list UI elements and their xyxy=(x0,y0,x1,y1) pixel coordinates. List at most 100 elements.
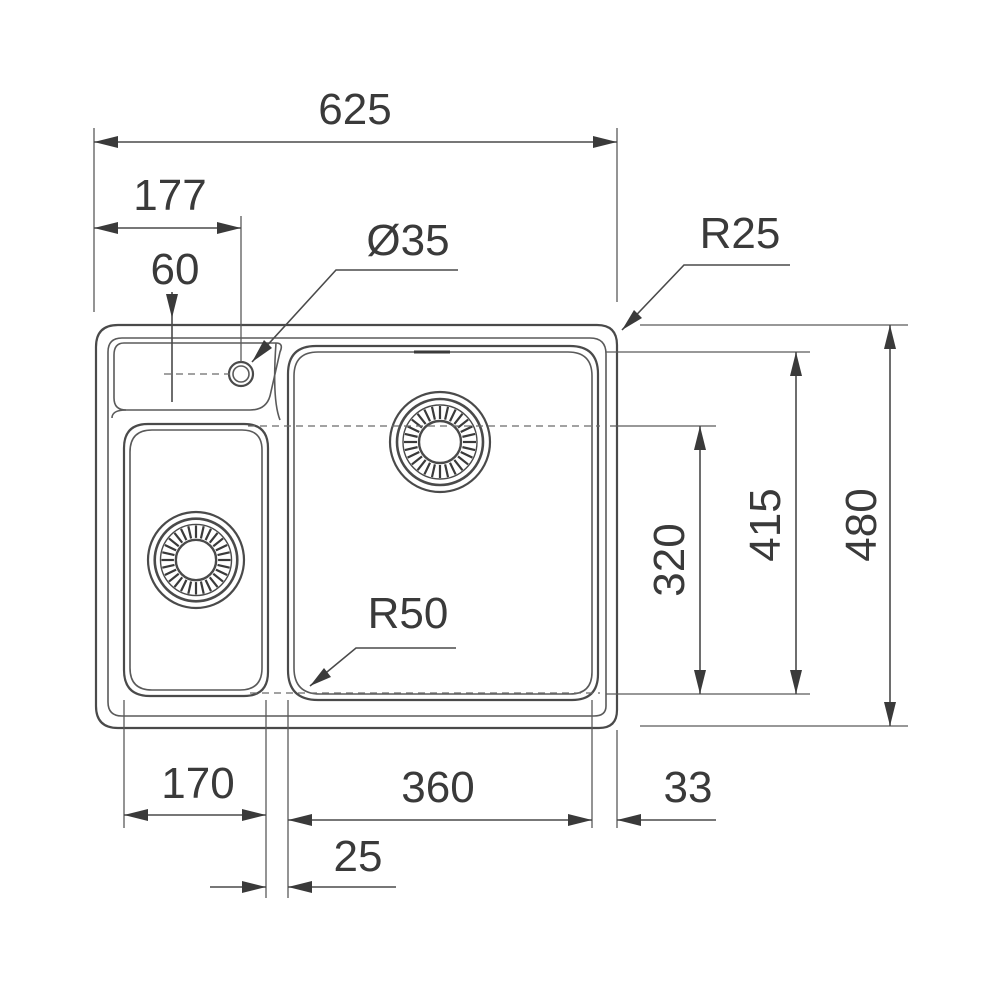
strainer-slot xyxy=(448,409,457,422)
label-tap-diameter: Ø35 xyxy=(366,216,449,265)
drainer-ledge xyxy=(113,342,283,411)
label-small-bowl-depth: 320 xyxy=(645,523,694,596)
label-corner-radius-outer: R25 xyxy=(700,209,781,258)
strainer-slot xyxy=(430,406,436,420)
label-overall-depth: 480 xyxy=(837,488,886,561)
extension-lines xyxy=(93,128,908,898)
strainer-slot xyxy=(430,464,436,478)
strainer-ring xyxy=(146,510,246,610)
label-large-bowl-depth: 415 xyxy=(741,488,790,561)
leader-r50 xyxy=(309,647,456,687)
strainer-slot xyxy=(168,572,180,583)
strainer-slot xyxy=(164,544,177,552)
strainer-slot xyxy=(208,576,219,588)
strainer-slot xyxy=(168,537,180,548)
tap-hole-inner xyxy=(232,365,250,383)
strainer-slot xyxy=(444,406,450,420)
strainer-slot xyxy=(460,425,473,434)
strainer-slot xyxy=(199,581,205,594)
strainer-slot xyxy=(215,544,228,552)
arrow-177-left xyxy=(94,222,118,234)
arrow-480-bottom xyxy=(884,702,896,726)
strainer-slot xyxy=(411,455,423,466)
arrow-60-down xyxy=(166,294,178,318)
reference-lines xyxy=(164,373,600,694)
label-divider-width: 25 xyxy=(334,832,383,881)
strainer-slot xyxy=(173,576,184,588)
strainer-slot xyxy=(457,455,469,466)
strainer-waste-small xyxy=(146,510,246,610)
label-tap-offset-y: 60 xyxy=(151,245,200,294)
strainer-slot xyxy=(217,551,230,557)
strainer-waste-large xyxy=(388,390,492,494)
arrow-320-bottom xyxy=(694,670,706,694)
arrow-25-left xyxy=(242,881,266,893)
label-small-bowl-width: 170 xyxy=(161,759,234,808)
arrow-480-top xyxy=(884,325,896,349)
label-overall-width: 625 xyxy=(318,85,391,134)
large-bowl-inner-outline xyxy=(293,351,593,695)
strainer-slot xyxy=(404,446,418,452)
strainer-slot xyxy=(180,579,188,592)
sink-body xyxy=(94,323,619,730)
small-bowl-outline xyxy=(122,422,270,698)
strainer-slot xyxy=(212,537,224,548)
strainer-slot xyxy=(187,526,193,539)
strainer-slot xyxy=(462,446,476,452)
large-bowl xyxy=(286,344,600,702)
strainer-slot xyxy=(180,528,188,541)
arrow-360-right xyxy=(568,814,592,826)
strainer-slot xyxy=(162,563,175,569)
arrow-177-right xyxy=(217,222,241,234)
strainer-slot xyxy=(212,572,224,583)
sink-inner-rim xyxy=(107,337,607,717)
arrow-r25 xyxy=(622,310,642,330)
arrow-415-bottom xyxy=(790,670,802,694)
strainer-slot xyxy=(204,528,212,541)
strainer-slot xyxy=(208,532,219,544)
small-bowl xyxy=(122,422,270,698)
label-corner-radius-bowl: R50 xyxy=(368,589,449,638)
strainer-slot xyxy=(162,551,175,557)
arrow-625-right xyxy=(593,136,617,148)
strainer-slot xyxy=(423,462,432,475)
dimension-lines xyxy=(94,136,896,893)
arrow-25-right xyxy=(288,881,312,893)
sink-outer-rim xyxy=(94,323,619,730)
dimension-labels: 625 177 60 Ø35 R25 R50 480 415 320 170 3… xyxy=(133,85,886,881)
arrow-625-left xyxy=(94,136,118,148)
arrow-415-top xyxy=(790,352,802,376)
strainer-ring xyxy=(417,419,463,465)
leader-diameter-35 xyxy=(251,269,458,363)
strainer-slot xyxy=(423,409,432,422)
arrow-170-right xyxy=(242,809,266,821)
strainer-slot xyxy=(164,568,177,576)
strainer-slot xyxy=(404,432,418,438)
arrow-r50 xyxy=(310,668,331,686)
arrow-360-left xyxy=(288,814,312,826)
strainer-slot xyxy=(457,418,469,429)
label-right-rim: 33 xyxy=(664,763,713,812)
strainer-slot xyxy=(407,450,420,459)
large-bowl-outline xyxy=(286,344,600,702)
strainer-slot xyxy=(453,413,464,425)
strainer-slot xyxy=(416,459,427,471)
strainer-ring xyxy=(159,523,233,597)
strainer-slot xyxy=(199,526,205,539)
strainer-slot xyxy=(460,450,473,459)
strainer-ring xyxy=(174,538,218,582)
strainer-slot xyxy=(215,568,228,576)
label-tap-offset-x: 177 xyxy=(133,171,206,220)
arrow-320-top xyxy=(694,426,706,450)
strainer-slot xyxy=(448,462,457,475)
arrow-33-left xyxy=(617,814,641,826)
strainer-slot xyxy=(204,579,212,592)
small-bowl-inner-outline xyxy=(129,429,263,691)
strainer-slot xyxy=(462,432,476,438)
label-large-bowl-width: 360 xyxy=(401,763,474,812)
strainer-ring xyxy=(153,517,239,603)
divider-ridge xyxy=(111,342,281,421)
strainer-ring xyxy=(402,404,478,480)
strainer-ring xyxy=(395,397,485,487)
